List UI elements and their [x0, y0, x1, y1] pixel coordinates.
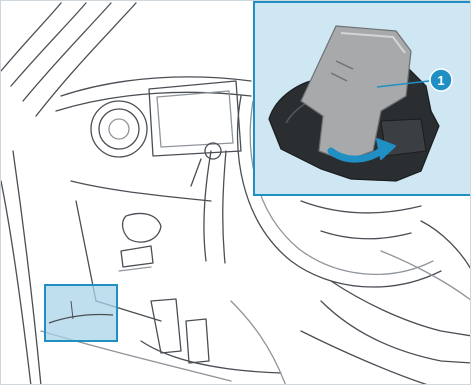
callout-circle-icon: 1 — [430, 69, 452, 91]
lever-detail-inset: 1 — [254, 2, 471, 195]
callout-number: 1 — [437, 73, 444, 88]
lever-location-highlight — [45, 285, 117, 341]
